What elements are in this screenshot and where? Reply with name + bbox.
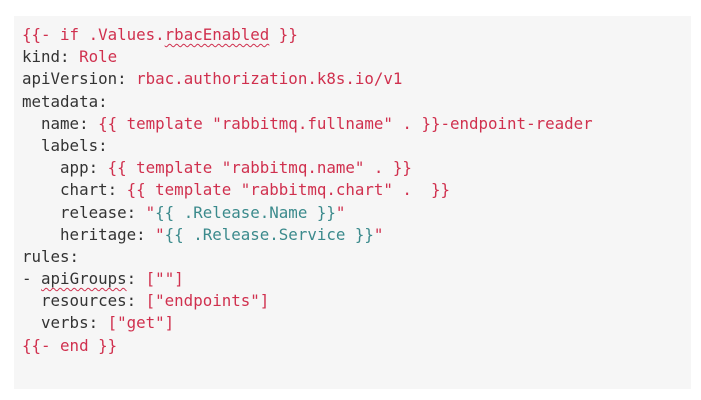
yaml-key-token: metadata: <box>22 91 108 111</box>
yaml-key-token: heritage: <box>22 224 156 244</box>
yaml-key-token: labels: <box>22 135 108 155</box>
yaml-key-token: app: <box>22 158 108 178</box>
yaml-key-token: apiVersion: <box>22 69 137 89</box>
string-token: " <box>373 224 384 244</box>
template-token: {{ .Release.Name }} <box>155 202 336 222</box>
string-token: [""] <box>145 269 184 289</box>
code-line: labels: <box>22 135 691 157</box>
yaml-key-token: kind: <box>22 47 80 67</box>
string-token: {{ template "rabbitmq.fullname" . }}-end… <box>98 113 593 133</box>
template-token: {{ .Release.Service }} <box>164 224 374 244</box>
code-line: rules: <box>22 246 691 268</box>
string-token: }} <box>269 25 298 44</box>
code-line: metadata: <box>22 91 691 113</box>
code-line: {{- if .Values.rbacEnabled }} <box>22 24 691 46</box>
code-line: app: {{ template "rabbitmq.name" . }} <box>22 157 691 179</box>
yaml-key-token: : <box>126 269 146 289</box>
string-token: Role <box>79 47 118 67</box>
yaml-key-token: name: <box>22 113 99 133</box>
string-token: ["get"] <box>107 313 175 333</box>
code-line: kind: Role <box>22 46 691 68</box>
code-line: {{- end }} <box>22 335 691 357</box>
string-token: ["endpoints"] <box>145 291 270 311</box>
yaml-key-token: resources: <box>22 291 146 311</box>
code-line: release: "{{ .Release.Name }}" <box>22 202 691 224</box>
code-line: chart: {{ template "rabbitmq.chart" . }} <box>22 179 691 201</box>
string-token: " <box>335 202 346 222</box>
string-token: " <box>155 224 165 244</box>
yaml-key-token: release: <box>22 202 146 222</box>
code-line: apiVersion: rbac.authorization.k8s.io/v1 <box>22 68 691 90</box>
string-token: {{ template "rabbitmq.chart" . }} <box>126 180 450 200</box>
string-token: {{- if .Values. <box>22 25 165 44</box>
string-token: {{- end }} <box>22 335 118 355</box>
misspelled-token: rbacEnabled <box>164 25 270 44</box>
string-token: rbac.authorization.k8s.io/v1 <box>136 69 403 89</box>
code-line: verbs: ["get"] <box>22 312 691 334</box>
code-line: name: {{ template "rabbitmq.fullname" . … <box>22 113 691 135</box>
yaml-key-token: verbs: <box>22 313 108 333</box>
code-line: - apiGroups: [""] <box>22 268 691 290</box>
yaml-key-token: chart: <box>22 180 127 200</box>
string-token: {{ template "rabbitmq.name" . }} <box>107 158 412 178</box>
code-line: heritage: "{{ .Release.Service }}" <box>22 224 691 246</box>
yaml-key-token: rules: <box>22 246 80 266</box>
yaml-key-token: - <box>22 269 42 289</box>
code-line: resources: ["endpoints"] <box>22 290 691 312</box>
misspelled-token: apiGroups <box>41 269 127 289</box>
string-token: " <box>145 202 156 222</box>
